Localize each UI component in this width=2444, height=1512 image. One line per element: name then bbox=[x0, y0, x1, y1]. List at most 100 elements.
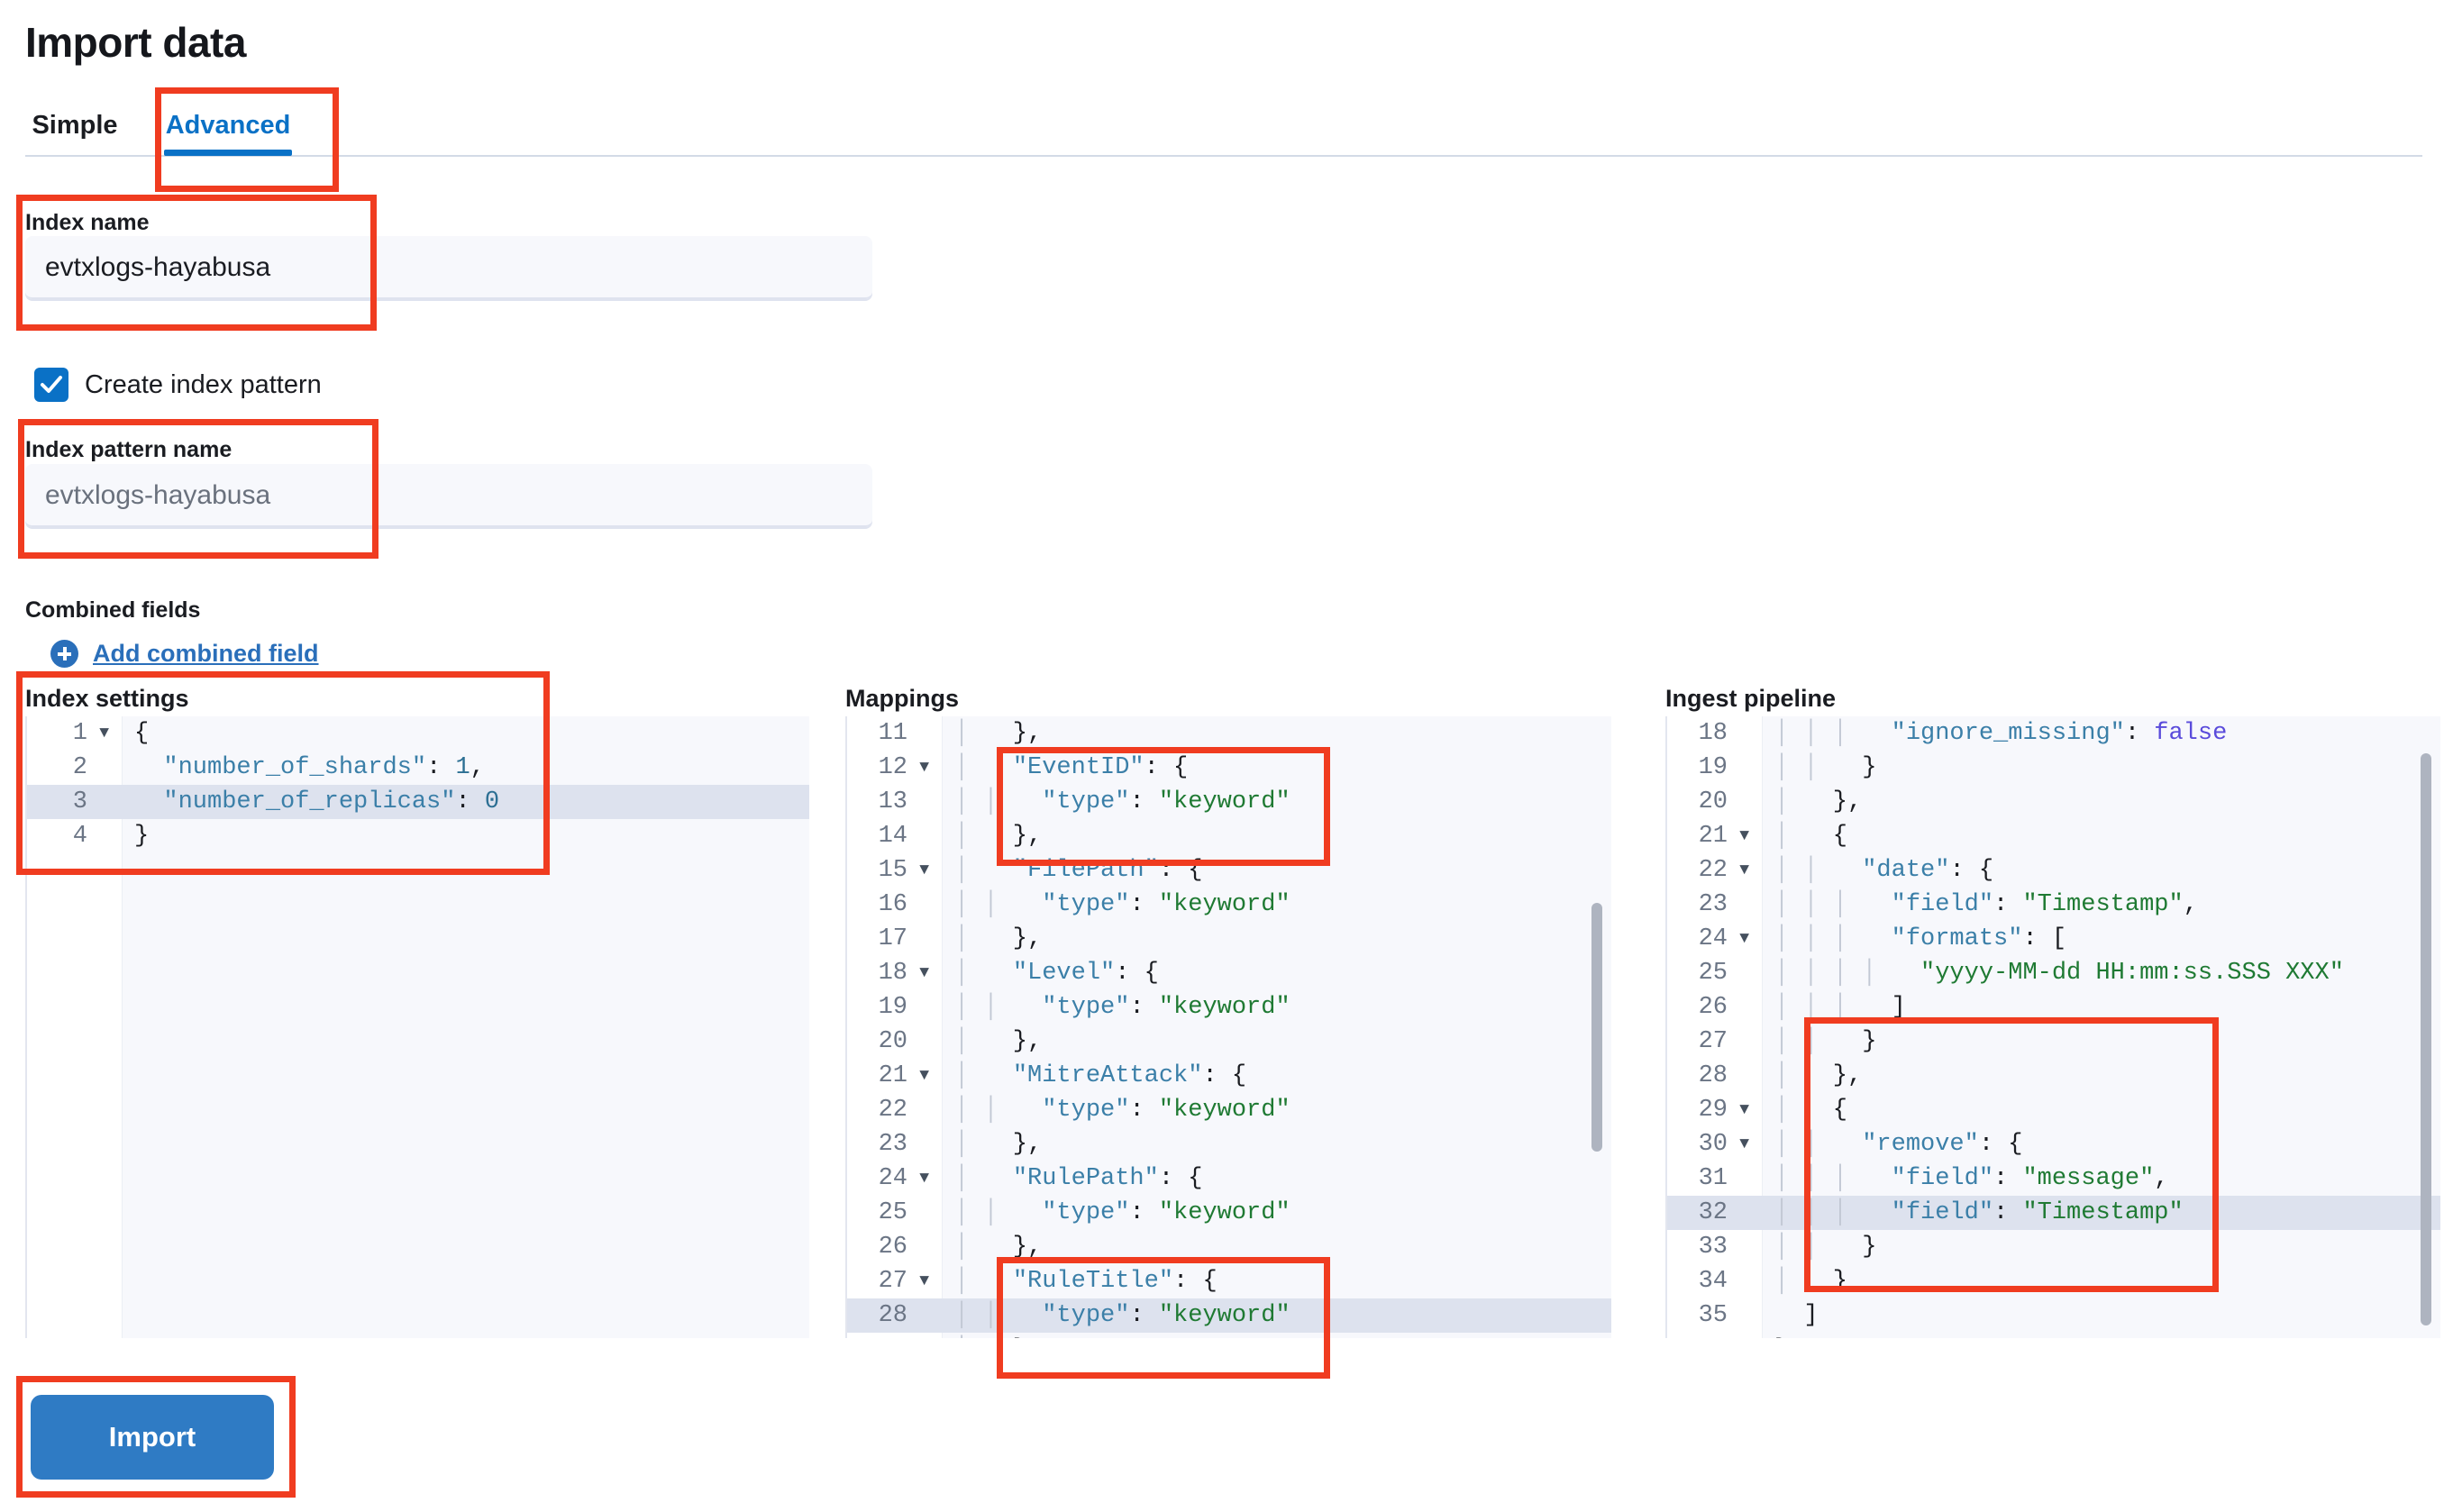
fold-arrow-icon[interactable]: ▼ bbox=[919, 1170, 929, 1188]
gutter-line: 30▼ bbox=[1667, 1127, 1762, 1161]
gutter-line: 21▼ bbox=[1667, 819, 1762, 853]
fold-arrow-icon[interactable]: ▼ bbox=[1739, 1135, 1749, 1153]
code-line: │ }, bbox=[954, 823, 1043, 850]
gutter-line: 4 bbox=[72, 823, 87, 850]
code-line: │ }, bbox=[954, 925, 1043, 952]
gutter-line: 31 bbox=[1698, 1165, 1728, 1192]
gutter-line: 3 bbox=[27, 785, 122, 819]
create-index-pattern-label: Create index pattern bbox=[85, 369, 322, 399]
code-line: │ │ "type": "keyword" bbox=[954, 994, 1290, 1021]
code-line: │ │ "type": "keyword" bbox=[954, 1097, 1290, 1124]
code-line: │ │ "type": "keyword" bbox=[954, 891, 1290, 918]
code-line: │ }, bbox=[942, 1333, 1611, 1338]
fold-arrow-icon[interactable]: ▼ bbox=[919, 964, 929, 982]
index-name-input[interactable] bbox=[25, 236, 872, 301]
gutter-line: 25 bbox=[1698, 960, 1728, 987]
ingest-pipeline-code[interactable]: │ │ │ "ignore_missing": false │ │ } │ }, │ … bbox=[1762, 716, 2440, 1338]
code-line: │ { bbox=[1774, 1097, 1848, 1124]
gutter-line: 25 bbox=[878, 1199, 907, 1226]
gutter-line: 19 bbox=[878, 994, 907, 1021]
checkmark-icon bbox=[41, 376, 62, 393]
code-line: │ │ "type": "keyword" bbox=[954, 788, 1290, 815]
ingest-pipeline-scrollbar-thumb[interactable] bbox=[2421, 753, 2431, 1326]
import-button[interactable]: Import bbox=[31, 1395, 274, 1480]
fold-arrow-icon[interactable]: ▼ bbox=[919, 759, 929, 777]
code-line: │ }, bbox=[954, 1028, 1043, 1055]
code-line: │ │ │ ] bbox=[1774, 994, 1906, 1021]
index-pattern-name-input[interactable] bbox=[25, 464, 872, 529]
add-combined-field-label: Add combined field bbox=[93, 640, 319, 667]
index-settings-title: Index settings bbox=[25, 685, 189, 712]
tab-simple[interactable]: Simple bbox=[32, 110, 118, 140]
code-line: │ │ "remove": { bbox=[1774, 1131, 2023, 1158]
gutter-line: 24▼ bbox=[847, 1161, 942, 1196]
gutter-line: 18▼ bbox=[847, 956, 942, 990]
fold-arrow-icon[interactable]: ▼ bbox=[1739, 930, 1749, 948]
code-line: ] bbox=[1774, 1302, 1819, 1329]
gutter-line: 14 bbox=[878, 823, 907, 850]
gutter-line: 36 bbox=[1667, 1333, 1762, 1338]
gutter-line: 35 bbox=[1698, 1302, 1728, 1329]
gutter-line: 26 bbox=[1698, 994, 1728, 1021]
code-line: │ │ │ "field": "Timestamp", bbox=[1774, 891, 2198, 918]
gutter-line: 33 bbox=[1698, 1234, 1728, 1261]
gutter-line: 27▼ bbox=[847, 1264, 942, 1298]
fold-arrow-icon[interactable]: ▼ bbox=[99, 724, 109, 742]
code-line: } bbox=[1762, 1333, 2440, 1338]
code-line: │ { bbox=[1774, 823, 1848, 850]
tab-advanced[interactable]: Advanced bbox=[160, 95, 296, 156]
gutter-line: 21▼ bbox=[847, 1059, 942, 1093]
create-index-pattern-row[interactable]: Create index pattern bbox=[34, 368, 322, 402]
code-line: "number_of_shards": 1, bbox=[163, 754, 485, 781]
create-index-pattern-checkbox[interactable] bbox=[34, 368, 68, 402]
code-line: "number_of_replicas": 0 bbox=[122, 785, 809, 819]
code-line: │ │ "type": "keyword" bbox=[942, 1298, 1611, 1333]
mappings-code[interactable]: │ },│ "EventID": {│ │ "type": "keyword"│… bbox=[942, 716, 1611, 1338]
gutter-line: 28 bbox=[847, 1298, 942, 1333]
mappings-scrollbar-thumb[interactable] bbox=[1591, 903, 1602, 1152]
code-line: │ "RulePath": { bbox=[954, 1165, 1203, 1192]
code-line: │ }, bbox=[954, 720, 1043, 747]
gutter-line: 2 bbox=[72, 754, 87, 781]
code-line: │ │ "type": "keyword" bbox=[954, 1199, 1290, 1226]
mappings-title: Mappings bbox=[845, 685, 959, 712]
code-line: │ │ │ "formats": [ bbox=[1774, 925, 2067, 952]
code-line: │ │ │ "ignore_missing": false bbox=[1774, 720, 2228, 747]
fold-arrow-icon[interactable]: ▼ bbox=[919, 1272, 929, 1290]
gutter-line: 19 bbox=[1698, 754, 1728, 781]
gutter-line: 34 bbox=[1698, 1268, 1728, 1295]
code-line: │ │ │ "field": "message", bbox=[1774, 1165, 2169, 1192]
gutter-line: 26 bbox=[878, 1234, 907, 1261]
code-line: │ "Level": { bbox=[954, 960, 1159, 987]
gutter-line: 15▼ bbox=[847, 853, 942, 888]
fold-arrow-icon[interactable]: ▼ bbox=[1739, 827, 1749, 845]
index-name-label: Index name bbox=[25, 210, 150, 235]
fold-arrow-icon[interactable]: ▼ bbox=[919, 861, 929, 879]
gutter-line: 22▼ bbox=[1667, 853, 1762, 888]
gutter-line: 12▼ bbox=[847, 751, 942, 785]
code-line: │ } bbox=[1774, 1268, 1848, 1295]
gutter-line: 20 bbox=[1698, 788, 1728, 815]
gutter-line: 29▼ bbox=[1667, 1093, 1762, 1127]
fold-arrow-icon[interactable]: ▼ bbox=[1739, 861, 1749, 879]
gutter-line: 20 bbox=[878, 1028, 907, 1055]
code-line: │ │ │ │ "yyyy-MM-dd HH:mm:ss.SSS XXX" bbox=[1774, 960, 2344, 987]
code-line: │ }, bbox=[1774, 788, 1863, 815]
gutter-line: 23 bbox=[878, 1131, 907, 1158]
gutter-line: 16 bbox=[878, 891, 907, 918]
gutter-line: 32 bbox=[1667, 1196, 1762, 1230]
add-combined-field-button[interactable]: Add combined field bbox=[50, 640, 319, 668]
fold-arrow-icon[interactable]: ▼ bbox=[919, 1067, 929, 1085]
code-line: } bbox=[134, 823, 150, 850]
gutter-line: 11 bbox=[878, 720, 907, 747]
code-line: │ │ } bbox=[1774, 754, 1877, 781]
fold-arrow-icon[interactable]: ▼ bbox=[1739, 1101, 1749, 1119]
code-line: │ }, bbox=[954, 1131, 1043, 1158]
index-settings-code[interactable]: { "number_of_shards": 1, "number_of_repl… bbox=[122, 716, 809, 1338]
plus-circle-icon bbox=[50, 640, 78, 668]
